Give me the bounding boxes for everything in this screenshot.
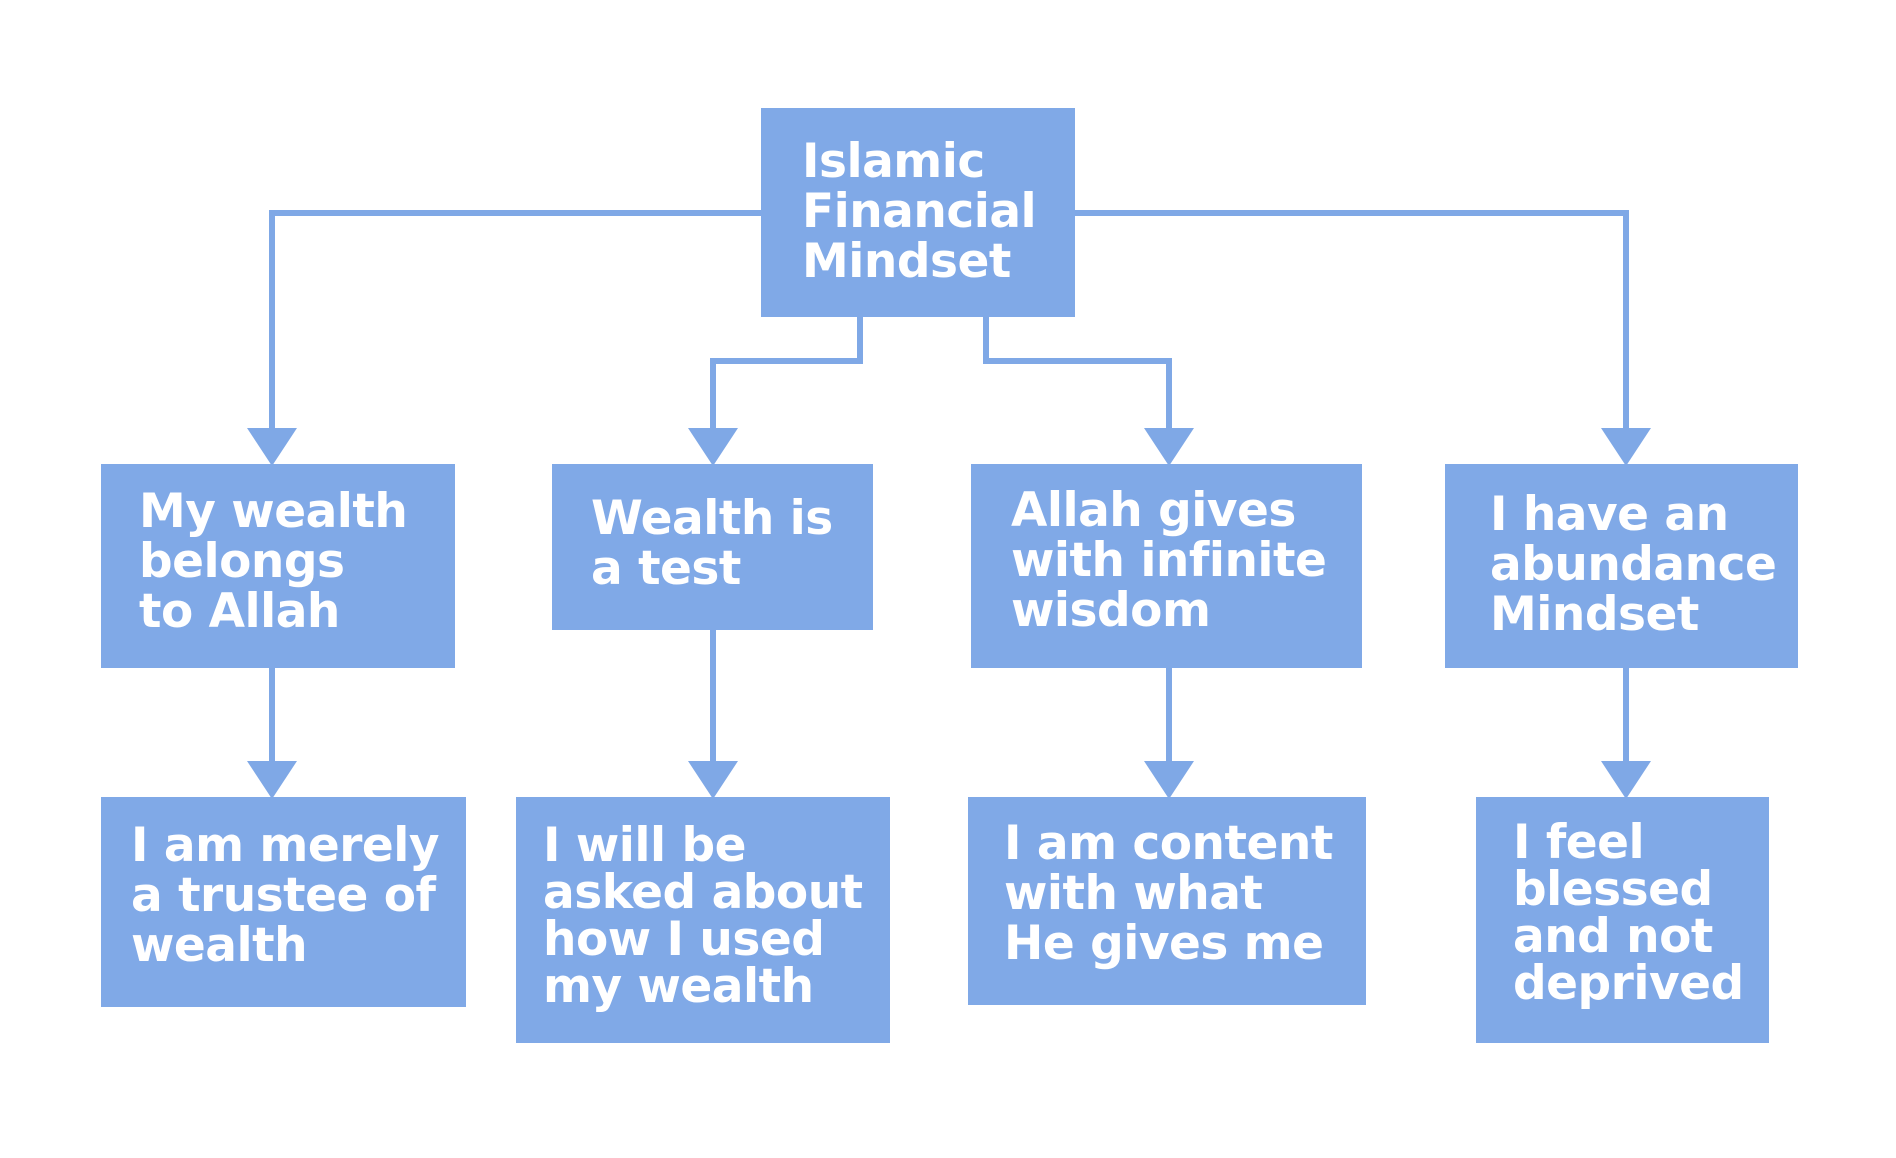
root-node-label: Islamic Financial Mindset: [802, 134, 1037, 289]
arrowhead-abundance: [1601, 428, 1651, 466]
node-label: I feel blessed and not deprived: [1513, 815, 1744, 1011]
arrowhead-content: [1144, 761, 1194, 799]
connector-root-to-test: [710, 317, 863, 432]
arrowhead-trustee: [247, 761, 297, 799]
arrowhead-belongs: [247, 428, 297, 466]
node-content-with-what-he-gives: I am content with what He gives me: [968, 797, 1366, 1005]
node-asked-about-wealth: I will be asked about how I used my weal…: [516, 797, 890, 1043]
node-blessed-not-deprived: I feel blessed and not deprived: [1476, 797, 1769, 1043]
node-label: I am merely a trustee of wealth: [131, 818, 440, 973]
arrowhead-test: [688, 428, 738, 466]
node-wealth-belongs-to-allah: My wealth belongs to Allah: [101, 464, 455, 668]
node-label: I have an abundance Mindset: [1490, 487, 1777, 642]
node-label: I am content with what He gives me: [1004, 816, 1333, 971]
root-node: Islamic Financial Mindset: [761, 108, 1075, 317]
connector-root-to-wisdom: [983, 317, 1172, 432]
node-label: My wealth belongs to Allah: [139, 484, 408, 639]
node-label: I will be asked about how I used my weal…: [543, 818, 863, 1014]
connector-root-to-abundance: [1075, 210, 1629, 432]
node-allah-gives-with-wisdom: Allah gives with infinite wisdom: [971, 464, 1362, 668]
connector-root-to-belongs: [269, 210, 761, 432]
node-trustee-of-wealth: I am merely a trustee of wealth: [101, 797, 466, 1007]
node-label: Wealth is a test: [591, 491, 833, 596]
node-label: Allah gives with infinite wisdom: [1011, 483, 1327, 638]
arrowhead-blessed: [1601, 761, 1651, 799]
node-wealth-is-a-test: Wealth is a test: [552, 464, 873, 630]
arrowhead-wisdom: [1144, 428, 1194, 466]
arrowhead-asked: [688, 761, 738, 799]
node-abundance-mindset: I have an abundance Mindset: [1445, 464, 1798, 668]
